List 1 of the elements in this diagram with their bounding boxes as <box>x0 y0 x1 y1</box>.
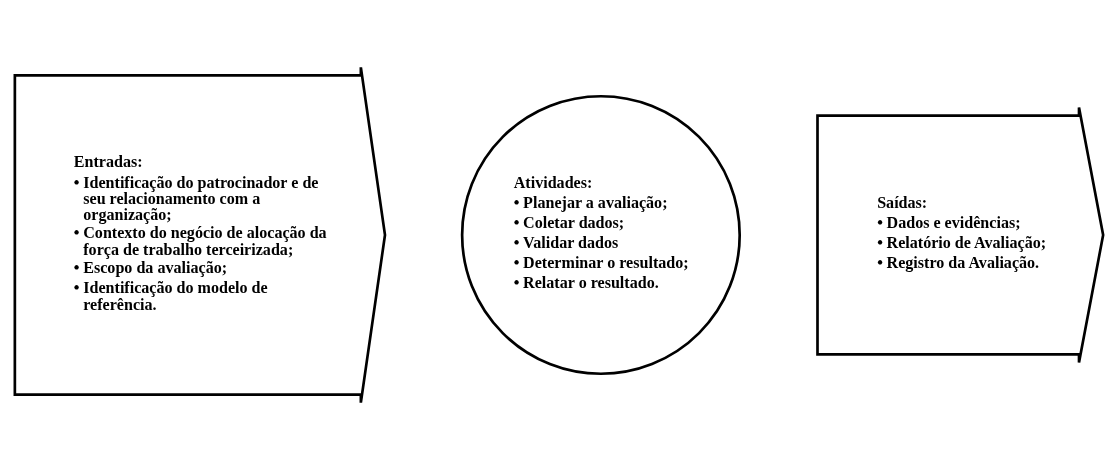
node-circle: Atividades: • Planejar a avaliação; • Coletar dados; • Validar dados • Determinar o resultado; • Relatar o resultado. <box>460 94 741 376</box>
